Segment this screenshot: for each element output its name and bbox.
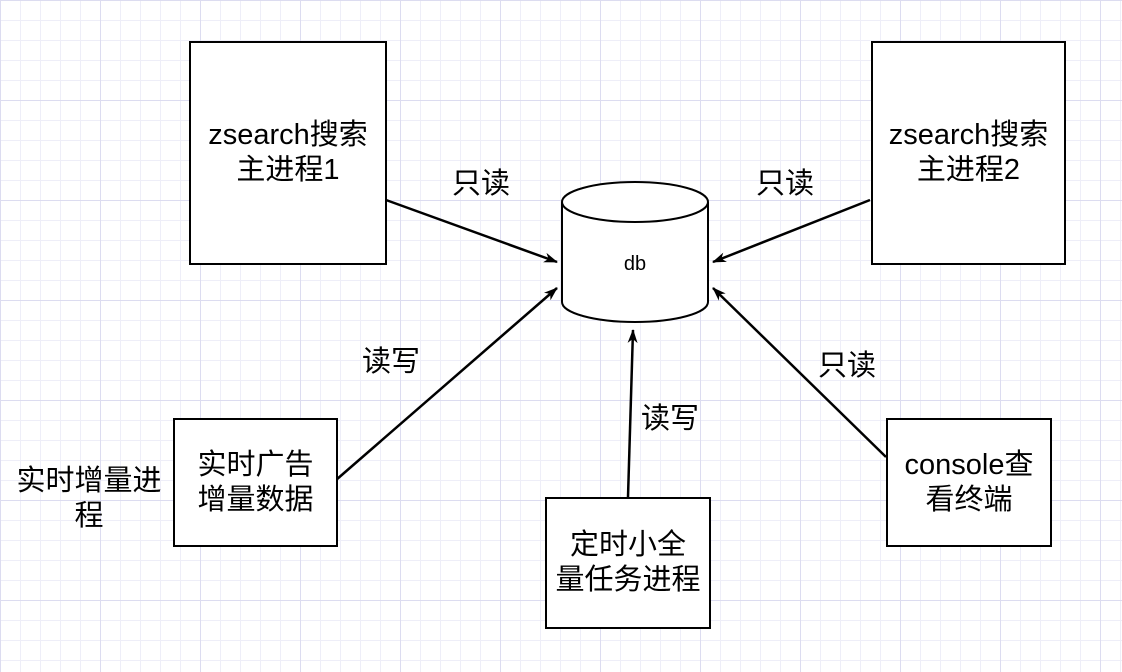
annotation-realtime-process: 实时增量进 程	[16, 465, 162, 532]
db-cylinder[interactable]: db	[561, 181, 709, 323]
node-console-label: console查 看终端	[904, 448, 1034, 516]
node-scheduled-task[interactable]: 定时小全 量任务进程	[545, 497, 711, 629]
edge-label-main1: 只读	[452, 168, 511, 200]
node-main-process-1-label: zsearch搜索 主进程1	[208, 119, 368, 186]
edge-label-main2: 只读	[756, 168, 815, 200]
node-main-process-2[interactable]: zsearch搜索 主进程2	[871, 41, 1066, 265]
edge-scheduled-to-db	[626, 329, 638, 498]
node-main-process-2-label: zsearch搜索 主进程2	[888, 119, 1049, 186]
edge-label-realtime: 读写	[362, 346, 421, 378]
edge-realtime-to-db	[335, 287, 558, 481]
db-label: db	[624, 253, 646, 275]
node-realtime-ad-data[interactable]: 实时广告 增量数据	[173, 418, 338, 547]
node-realtime-ad-data-label: 实时广告 增量数据	[197, 448, 314, 516]
edge-main1-to-db	[385, 198, 558, 264]
edge-label-console: 只读	[818, 350, 877, 382]
node-scheduled-task-label: 定时小全 量任务进程	[555, 529, 701, 596]
node-main-process-1[interactable]: zsearch搜索 主进程1	[189, 41, 387, 265]
node-console[interactable]: console查 看终端	[886, 418, 1052, 547]
edge-main2-to-db	[712, 198, 871, 264]
edge-console-to-db	[712, 287, 887, 458]
edge-label-scheduled: 读写	[641, 403, 700, 435]
